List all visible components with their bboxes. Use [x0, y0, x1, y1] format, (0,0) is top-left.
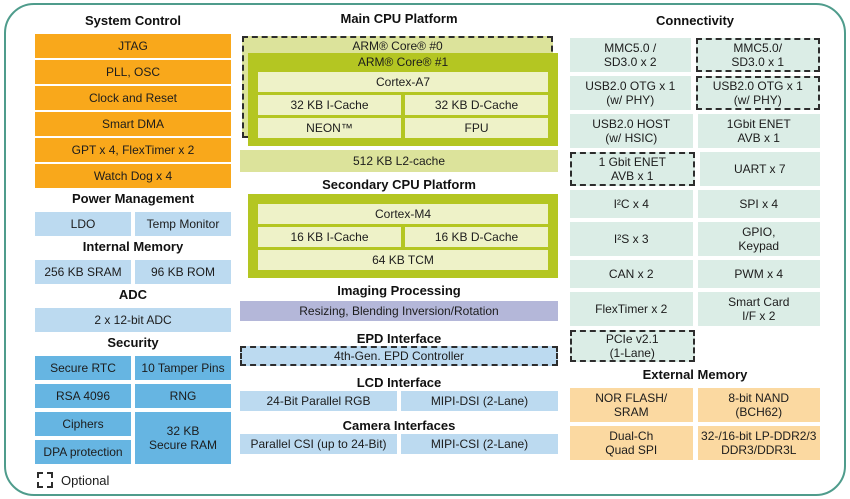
- a7-neon-fpu-row: NEON™ FPU: [258, 118, 548, 138]
- block-pcie-optional: PCIe v2.1 (1-Lane): [570, 330, 695, 362]
- block-m4-dcache: 16 KB D-Cache: [405, 227, 548, 247]
- block-sram: 256 KB SRAM: [35, 260, 131, 284]
- block-clock-reset: Clock and Reset: [35, 86, 231, 110]
- external-memory-row: NOR FLASH/ SRAM 8-bit NAND (BCH62): [570, 388, 820, 422]
- arm-core0-label: ARM® Core® #0: [352, 39, 443, 53]
- block-enet-avb-optional: 1 Gbit ENET AVB x 1: [570, 152, 695, 186]
- block-mipi-dsi: MIPI-DSI (2-Lane): [401, 391, 558, 411]
- block-secure-rtc: Secure RTC: [35, 356, 131, 380]
- block-can: CAN x 2: [570, 260, 693, 288]
- block-mmc-sd-x2: MMC5.0 / SD3.0 x 2: [570, 38, 691, 72]
- block-gpt-flextimer: GPT x 4, FlexTimer x 2: [35, 138, 231, 162]
- block-nand: 8-bit NAND (BCH62): [697, 388, 820, 422]
- block-ciphers: Ciphers: [35, 412, 131, 436]
- adc-title: ADC: [118, 287, 148, 302]
- block-gpio-keypad: GPIO, Keypad: [697, 222, 820, 256]
- block-adc: 2 x 12-bit ADC: [35, 308, 231, 332]
- block-quad-spi: Dual-Ch Quad SPI: [570, 426, 693, 460]
- block-jtag: JTAG: [35, 34, 231, 58]
- block-rsa: RSA 4096: [35, 384, 131, 408]
- a7-cache-row: 32 KB I-Cache 32 KB D-Cache: [258, 95, 548, 115]
- block-a7-icache: 32 KB I-Cache: [258, 95, 401, 115]
- block-smart-dma: Smart DMA: [35, 112, 231, 136]
- m4-cache-row: 16 KB I-Cache 16 KB D-Cache: [258, 227, 548, 247]
- external-memory-row: Dual-Ch Quad SPI 32-/16-bit LP-DDR2/3 DD…: [570, 426, 820, 460]
- power-management-row: LDO Temp Monitor: [35, 212, 231, 236]
- block-usb-host: USB2.0 HOST (w/ HSIC): [570, 114, 693, 148]
- connectivity-row: 1 Gbit ENET AVB x 1 UART x 7: [570, 152, 820, 186]
- connectivity-row: MMC5.0 / SD3.0 x 2 MMC5.0/ SD3.0 x 1: [570, 38, 820, 72]
- block-mmc-sd-x1-optional: MMC5.0/ SD3.0 x 1: [695, 38, 820, 72]
- block-temp-monitor: Temp Monitor: [135, 212, 231, 236]
- block-l2-cache: 512 KB L2-cache: [240, 150, 558, 172]
- internal-memory-row: 256 KB SRAM 96 KB ROM: [35, 260, 231, 284]
- block-imaging: Resizing, Blending Inversion/Rotation: [240, 301, 558, 321]
- connectivity-row: I²S x 3 GPIO, Keypad: [570, 222, 820, 256]
- arm-core1-label: ARM® Core® #1: [357, 55, 449, 69]
- external-memory-title: External Memory: [642, 367, 748, 382]
- block-ldo: LDO: [35, 212, 131, 236]
- block-mipi-csi: MIPI-CSI (2-Lane): [401, 434, 558, 454]
- block-a7-dcache: 32 KB D-Cache: [405, 95, 548, 115]
- epd-title: EPD Interface: [356, 331, 442, 346]
- connectivity-row: FlexTimer x 2 Smart Card I/F x 2: [570, 292, 820, 326]
- secondary-cpu-title: Secondary CPU Platform: [322, 177, 476, 192]
- block-enet-avb: 1Gbit ENET AVB x 1: [697, 114, 820, 148]
- block-m4-icache: 16 KB I-Cache: [258, 227, 401, 247]
- block-usb-otg: USB2.0 OTG x 1 (w/ PHY): [570, 76, 691, 110]
- block-smart-card: Smart Card I/F x 2: [697, 292, 820, 326]
- empty-cell: [700, 330, 821, 362]
- block-rom: 96 KB ROM: [135, 260, 231, 284]
- block-fpu: FPU: [405, 118, 548, 138]
- block-rng: RNG: [135, 384, 231, 408]
- middle-column: Main CPU Platform ARM® Core® #0 ARM® Cor…: [240, 10, 558, 490]
- connectivity-row: CAN x 2 PWM x 4: [570, 260, 820, 288]
- block-secure-ram: 32 KB Secure RAM: [135, 412, 231, 464]
- optional-dashed-swatch: [37, 472, 53, 488]
- connectivity-row: PCIe v2.1 (1-Lane): [570, 330, 820, 362]
- connectivity-row: I²C x 4 SPI x 4: [570, 190, 820, 218]
- security-title: Security: [107, 335, 159, 350]
- block-nor-flash: NOR FLASH/ SRAM: [570, 388, 693, 422]
- optional-legend: Optional: [35, 472, 231, 488]
- left-column: System Control JTAG PLL, OSC Clock and R…: [35, 10, 231, 488]
- camera-title: Camera Interfaces: [342, 418, 456, 433]
- block-i2c: I²C x 4: [570, 190, 693, 218]
- block-usb-otg-optional: USB2.0 OTG x 1 (w/ PHY): [695, 76, 820, 110]
- main-cpu-title: Main CPU Platform: [340, 11, 458, 26]
- block-epd-controller: 4th-Gen. EPD Controller: [240, 346, 558, 366]
- optional-legend-label: Optional: [61, 472, 110, 488]
- block-ddr: 32-/16-bit LP-DDR2/3 DDR3/DDR3L: [697, 426, 820, 460]
- camera-row: Parallel CSI (up to 24-Bit) MIPI-CSI (2-…: [240, 434, 558, 454]
- block-dpa-protection: DPA protection: [35, 440, 131, 464]
- block-tamper-pins: 10 Tamper Pins: [135, 356, 231, 380]
- block-pll-osc: PLL, OSC: [35, 60, 231, 84]
- block-pwm: PWM x 4: [697, 260, 820, 288]
- block-uart: UART x 7: [699, 152, 820, 186]
- connectivity-row: USB2.0 HOST (w/ HSIC) 1Gbit ENET AVB x 1: [570, 114, 820, 148]
- block-spi: SPI x 4: [697, 190, 820, 218]
- block-watchdog: Watch Dog x 4: [35, 164, 231, 188]
- block-parallel-csi: Parallel CSI (up to 24-Bit): [240, 434, 397, 454]
- block-cortex-a7: Cortex-A7: [258, 72, 548, 92]
- lcd-row: 24-Bit Parallel RGB MIPI-DSI (2-Lane): [240, 391, 558, 411]
- block-tcm: 64 KB TCM: [258, 250, 548, 270]
- system-control-title: System Control: [84, 13, 182, 28]
- block-flextimer: FlexTimer x 2: [570, 292, 693, 326]
- power-management-title: Power Management: [71, 191, 195, 206]
- lcd-title: LCD Interface: [356, 375, 442, 390]
- imaging-title: Imaging Processing: [337, 283, 461, 298]
- connectivity-title: Connectivity: [655, 13, 734, 28]
- cortex-m4-box: Cortex-M4 16 KB I-Cache 16 KB D-Cache 64…: [248, 194, 558, 278]
- connectivity-row: USB2.0 OTG x 1 (w/ PHY) USB2.0 OTG x 1 (…: [570, 76, 820, 110]
- block-i2s: I²S x 3: [570, 222, 693, 256]
- internal-memory-title: Internal Memory: [82, 239, 184, 254]
- block-neon: NEON™: [258, 118, 401, 138]
- security-grid: Secure RTC 10 Tamper Pins RSA 4096 RNG C…: [35, 356, 231, 464]
- arm-core1-box: ARM® Core® #1 Cortex-A7 32 KB I-Cache 32…: [248, 53, 558, 146]
- right-column: Connectivity MMC5.0 / SD3.0 x 2 MMC5.0/ …: [570, 10, 820, 464]
- block-parallel-rgb: 24-Bit Parallel RGB: [240, 391, 397, 411]
- block-cortex-m4: Cortex-M4: [258, 204, 548, 224]
